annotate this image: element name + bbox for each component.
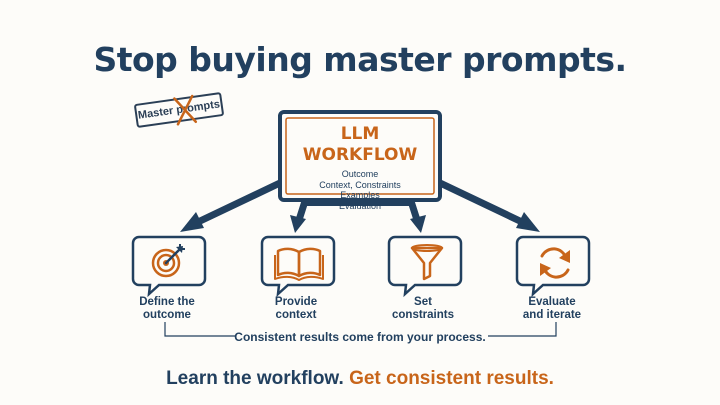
workflow-item: Examples — [340, 190, 380, 200]
step-label-line: Define the — [139, 296, 195, 308]
step-evaluate-iterate-label: Evaluate and iterate — [497, 296, 607, 322]
headline: Stop buying master prompts. — [93, 40, 627, 79]
step-set-constraints-label: Set constraints — [368, 296, 478, 322]
step-provide-context-label: Provide context — [241, 296, 351, 322]
step-label-line: Provide — [274, 296, 318, 308]
tagline-part2: Get consistent results. — [349, 368, 554, 389]
step-label-line: outcome — [143, 309, 191, 321]
llm-workflow-content: LLM WORKFLOW Outcome Context, Constraint… — [286, 124, 434, 211]
funnel-icon — [410, 244, 444, 281]
step-label-line: constraints — [392, 309, 454, 321]
arrow-to-evaluate-iterate — [434, 178, 540, 232]
target-icon — [151, 244, 185, 278]
workflow-item: Context, Constraints — [319, 179, 401, 190]
refresh-icon — [540, 247, 570, 279]
workflow-item: Evaluation — [338, 200, 382, 211]
step-label-line: context — [275, 309, 317, 321]
tagline-part1: Learn the workflow. — [166, 368, 344, 389]
step-label-line: Set — [414, 296, 432, 308]
llm-title: LLM — [340, 124, 380, 144]
llm-workflow-box — [278, 110, 442, 206]
bubble-define-outcome — [131, 235, 207, 298]
master-prompts-stamp: Master prompts — [133, 91, 225, 129]
bubble-evaluate-iterate — [515, 235, 591, 298]
workflow-item: Outcome — [341, 169, 379, 179]
step-label-line: Evaluate — [528, 296, 576, 308]
step-define-outcome-label: Define the outcome — [112, 296, 222, 322]
tagline: Learn the workflow. Get consistent resul… — [0, 368, 720, 390]
book-icon — [274, 247, 324, 281]
workflow-title: WORKFLOW — [302, 145, 418, 165]
process-caption: Consistent results come from your proces… — [234, 330, 486, 344]
cross-out-icon — [173, 94, 198, 126]
step-label-line: and iterate — [522, 309, 582, 321]
process-bracket — [164, 322, 557, 337]
arrow-to-define-outcome — [180, 178, 286, 232]
